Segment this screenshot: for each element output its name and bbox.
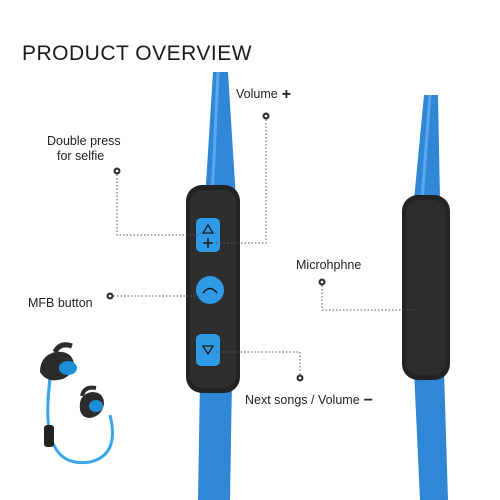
page-title: PRODUCT OVERVIEW	[22, 42, 253, 65]
earphone-thumbnail	[40, 342, 114, 465]
leader-next	[216, 351, 301, 378]
triangle-plus-icon	[201, 223, 215, 248]
leader-selfie	[116, 171, 200, 236]
volume-up-button[interactable]	[196, 218, 220, 252]
volume-up-label: Volume+	[236, 86, 292, 103]
leader-microphone	[321, 282, 414, 311]
mfb-button[interactable]	[196, 276, 224, 304]
selfie-label: Double press for selfie	[47, 134, 121, 164]
plus-symbol: +	[281, 86, 292, 103]
phone-icon	[202, 287, 218, 294]
volume-up-text: Volume	[236, 87, 278, 101]
next-volume-down-label: Next songs / Volume−	[245, 392, 373, 409]
minus-symbol: −	[363, 392, 373, 409]
remote-control	[186, 185, 240, 393]
selfie-label-line2: for selfie	[57, 149, 105, 163]
microphone-module	[402, 195, 450, 380]
next-text: Next songs / Volume	[245, 393, 360, 407]
selfie-label-line1: Double press	[47, 134, 121, 148]
next-volume-down-button[interactable]	[196, 334, 220, 366]
leader-volume-up	[216, 116, 267, 244]
microphone-label: Microhphne	[296, 258, 362, 272]
triangle-down-icon	[201, 345, 215, 356]
mfb-label: MFB button	[28, 296, 93, 310]
